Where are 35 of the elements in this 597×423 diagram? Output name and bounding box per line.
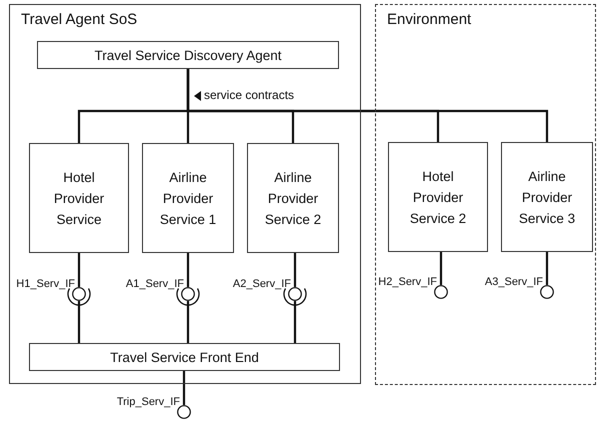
group-title: Environment (387, 11, 472, 28)
component-box (37, 41, 339, 69)
interface-label: Trip_Serv_IF (116, 396, 180, 408)
component-label: Airline Provider Service 1 (158, 168, 218, 228)
connector-line (440, 252, 442, 285)
required-interface-connector (283, 288, 307, 343)
component-box (501, 142, 593, 252)
system-boundary (9, 4, 361, 384)
component-label: Travel Service Front End (109, 348, 260, 366)
interface-label: A2_Serv_IF (232, 278, 291, 290)
interface-label: H2_Serv_IF (378, 276, 437, 288)
required-interface-connector (176, 288, 200, 343)
interface-label: A3_Serv_IF (484, 276, 543, 288)
component-label: Airline Provider Service 2 (264, 168, 322, 228)
connector-line (294, 253, 296, 287)
group-title: Travel Agent SoS (21, 11, 138, 28)
component-box (29, 143, 129, 253)
component-label: Hotel Provider Service 2 (408, 168, 468, 228)
connector-line (186, 253, 190, 287)
connector-line (78, 253, 80, 287)
component-box (388, 142, 488, 252)
connector-line (186, 69, 548, 142)
interface-label: H1_Serv_IF (16, 278, 75, 290)
required-interface-connector (67, 288, 91, 343)
interface-label: A1_Serv_IF (126, 278, 184, 290)
connector-line (546, 252, 548, 285)
component-box (142, 143, 234, 253)
connector-line (182, 371, 186, 405)
component-label: Travel Service Discovery Agent (93, 46, 283, 65)
system-boundary (375, 4, 596, 385)
component-label: Airline Provider Service 3 (518, 168, 576, 228)
component-box (247, 143, 339, 253)
component-label: Hotel Provider Service (52, 168, 106, 228)
component-box (29, 343, 340, 371)
edge-label: service contracts (203, 88, 296, 102)
